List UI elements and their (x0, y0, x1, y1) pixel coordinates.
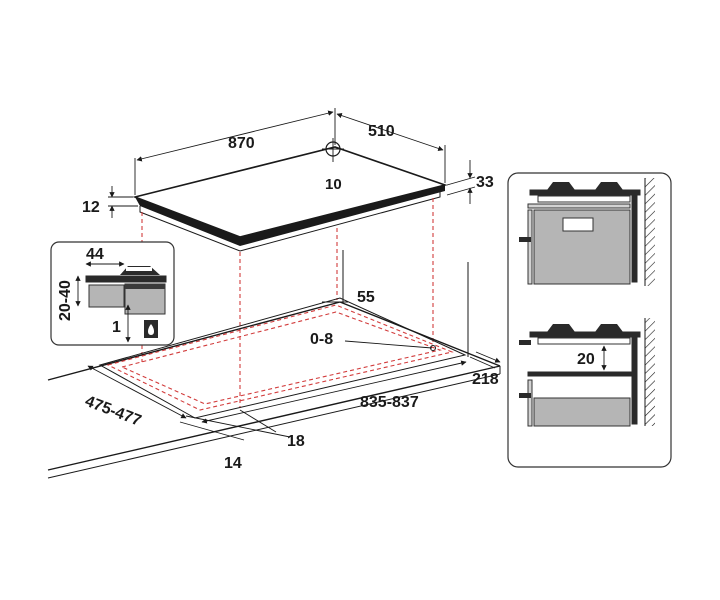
dim-475-477: 475-477 (83, 393, 144, 430)
inset-right: 20 (507, 172, 672, 468)
dim-870: 870 (228, 135, 255, 152)
dimension-height-right: 33 (446, 160, 494, 204)
dim-0-8: 0-8 (310, 331, 333, 348)
dim-835-837: 835-837 (360, 394, 419, 411)
dim-12: 12 (82, 199, 100, 216)
dimension-width: 870 (134, 108, 336, 195)
dim-18: 18 (287, 433, 305, 450)
dim-33: 33 (476, 174, 494, 191)
dim-510: 510 (368, 123, 395, 140)
dimension-edge-clearance: 55 (322, 289, 375, 306)
inset-dim-20: 20 (577, 351, 595, 368)
dimension-corner-radius: 0-8 (310, 331, 433, 349)
dimension-rear: 218 (469, 351, 501, 388)
dim-218: 218 (472, 371, 499, 388)
dimension-depth: 510 (336, 113, 446, 183)
inset-dim-44: 44 (86, 246, 104, 263)
inset-dim-1: 1 (112, 319, 121, 336)
hob-top-surface (132, 146, 448, 238)
hob-front-edge (135, 197, 240, 246)
gas-inlet-marker: 10 (322, 138, 344, 193)
dim-55: 55 (357, 289, 375, 306)
dim-14: 14 (224, 455, 242, 472)
hob-right-edge (240, 185, 445, 246)
inset-dim-20-40: 20-40 (57, 280, 74, 321)
dimension-worktop-offset: 14 (179, 421, 245, 472)
dimension-cut-depth: 475-477 (83, 365, 187, 430)
dimension-front: 18 (185, 409, 305, 450)
dim-10: 10 (325, 176, 342, 193)
dimension-cut-width: 835-837 (201, 360, 467, 424)
dimension-thickness-left: 12 (82, 186, 138, 218)
inset-left: 44 20-40 1 (50, 241, 175, 346)
hob-drawing (132, 146, 448, 252)
